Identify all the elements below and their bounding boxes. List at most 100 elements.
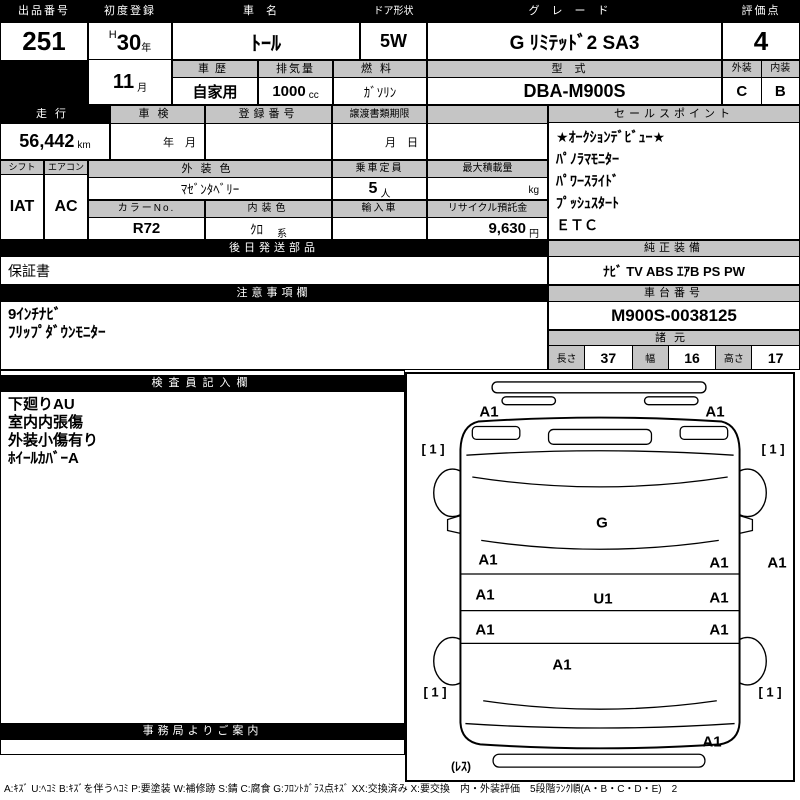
fuel-label: 燃料	[334, 61, 426, 78]
rear-garnish-bar	[492, 753, 706, 768]
interior-grade-col: 内装 B	[761, 61, 799, 104]
score-value: 4	[753, 25, 769, 56]
exterior-color-label: 外装色	[89, 161, 331, 178]
capacity-label: 乗車定員	[333, 161, 426, 178]
roof-bar	[491, 381, 707, 394]
damage-mark: [ 1 ]	[758, 684, 782, 700]
text-line: ﾌﾟｯｼｭｽﾀｰﾄ	[556, 195, 619, 211]
fuel-value: ｶﾞｿﾘﾝ	[363, 84, 397, 100]
office-label: 事務局よりご案内	[1, 723, 404, 740]
mirror-right	[739, 514, 754, 535]
mileage-cell: 走行 56,442 km	[0, 105, 110, 160]
interior-color-value: ｸﾛ 系	[206, 218, 331, 239]
car-body-outline	[459, 416, 741, 750]
exterior-color-value: ﾏｾﾞﾝﾀﾍﾞﾘｰ	[180, 182, 240, 197]
damage-mark: A1	[475, 586, 495, 604]
history-label: 車歴	[173, 61, 257, 78]
text-line: ﾌﾘｯﾌﾟﾀﾞｳﾝﾓﾆﾀｰ	[8, 324, 106, 341]
interior-label: 内装	[761, 61, 799, 78]
capacity-cell: 乗車定員 5 人	[332, 160, 427, 200]
later-parts-value: 保証書	[8, 262, 50, 279]
damage-mark: A1	[767, 554, 787, 572]
chassis-number-value: M900S-0038125	[611, 305, 737, 325]
text-line: ＥＴＣ	[556, 217, 598, 233]
equipment-value: ﾅﾋﾞ TV ABS ｴｱB PS PW	[603, 264, 745, 279]
height-label: 高さ	[716, 346, 753, 369]
rear-bumper-line	[465, 722, 735, 729]
damage-mark: A1	[705, 403, 725, 421]
displacement-unit: cc	[308, 89, 319, 101]
recycle-deposit-cell: リサイクル預託金 9,630 円	[427, 200, 548, 240]
text-line: 外装小傷有り	[8, 432, 99, 449]
inspector-label: 検査員記入欄	[1, 375, 404, 392]
history-value: 自家用	[192, 83, 238, 101]
inspection-cell: 車検 年 月	[110, 105, 205, 160]
headlight-left	[471, 425, 521, 440]
door-shape-cell: ドア形状 5W	[360, 0, 427, 60]
max-load-cell: 最大積載量 kg	[427, 160, 548, 200]
mileage-number: 56,442	[19, 131, 75, 151]
mileage-label: 走行	[1, 106, 109, 124]
transfer-deadline-cell: 譲渡書類期限 月 日	[332, 105, 427, 160]
interior-color-name: ｸﾛ	[250, 222, 263, 237]
text-line: 室内内張傷	[8, 414, 84, 431]
later-parts-cell: 後日発送部品 保証書	[0, 240, 548, 285]
damage-mark: A1	[552, 656, 572, 674]
shift-label: シフト	[1, 161, 43, 175]
import-car-value	[333, 218, 426, 239]
era-letter: H	[108, 29, 117, 41]
capacity-number: 5	[368, 179, 378, 197]
interior-color-label: 内装色	[206, 201, 331, 218]
equipment-label: 純正装備	[549, 241, 799, 257]
interior-color-cell: 内装色 ｸﾛ 系	[205, 200, 332, 240]
sales-points-cell: セールスポイント ★ｵｰｸｼｮﾝﾃﾞﾋﾞｭｰ★ﾊﾟﾉﾗﾏﾓﾆﾀｰﾊﾟﾜｰｽﾗｲﾄ…	[548, 105, 800, 240]
lot-cell: 出品番号 251	[0, 0, 88, 105]
equipment-cell: 純正装備 ﾅﾋﾞ TV ABS ｴｱB PS PW	[548, 240, 800, 285]
damage-mark: A1	[478, 551, 498, 569]
inspection-value: 年 月	[163, 136, 196, 149]
model-code-label: 型式	[428, 61, 721, 78]
roof-rail-right	[643, 396, 699, 406]
dimensions-label: 諸元	[549, 331, 799, 346]
damage-mark: [ 1 ]	[423, 684, 447, 700]
recycle-deposit-unit: 円	[529, 229, 539, 239]
mileage-value: 56,442 km	[1, 124, 109, 159]
width-label: 幅	[632, 346, 669, 369]
text-line: ﾎｲｰﾙｶﾊﾞｰA	[8, 450, 79, 467]
damage-mark: A1	[479, 403, 499, 421]
displacement-number: 1000	[272, 82, 306, 100]
caution-cell: 注意事項欄 9ｲﾝﾁﾅﾋﾞﾌﾘｯﾌﾟﾀﾞｳﾝﾓﾆﾀｰ	[0, 285, 548, 370]
color-number-cell: カラーNo. R72	[88, 200, 205, 240]
sales-points-list: ★ｵｰｸｼｮﾝﾃﾞﾋﾞｭｰ★ﾊﾟﾉﾗﾏﾓﾆﾀｰﾊﾟﾜｰｽﾗｲﾄﾞﾌﾟｯｼｭｽﾀｰ…	[549, 123, 799, 236]
text-line: 9ｲﾝﾁﾅﾋﾞ	[8, 306, 62, 323]
door-shape-value: 5W	[380, 30, 407, 51]
damage-mark: A1	[709, 589, 729, 607]
caution-lines: 9ｲﾝﾁﾅﾋﾞﾌﾘｯﾌﾟﾀﾞｳﾝﾓﾆﾀｰ	[1, 302, 547, 342]
car-name-cell: 車名 ﾄｰﾙ	[172, 0, 360, 60]
windshield-bottom	[481, 539, 719, 550]
registration-number-cell: 登録番号	[205, 105, 332, 160]
car-name-value: ﾄｰﾙ	[251, 32, 281, 55]
color-number-label: カラーNo.	[89, 201, 204, 218]
legend: A:ｷｽﾞ U:ﾍｺﾐ B:ｷｽﾞを伴うﾍｺﾐ P:要塗装 W:補修跡 S:錆 …	[4, 784, 678, 795]
text-line: ﾊﾟﾉﾗﾏﾓﾆﾀｰ	[556, 151, 619, 167]
exterior-label: 外装	[723, 61, 761, 78]
chassis-number-cell: 車台番号 M900S-0038125	[548, 285, 800, 330]
first-registration-cell: 初度登録 H 30 年 11 月	[88, 0, 172, 105]
width-value: 16	[669, 346, 717, 369]
model-code-value: DBA-M900S	[523, 80, 626, 101]
length-value: 37	[585, 346, 633, 369]
height-value: 17	[767, 349, 784, 366]
aircon-cell: エアコン AC	[44, 160, 88, 240]
dimensions-cell: 諸元 長さ 37 幅 16 高さ 17	[548, 330, 800, 370]
blank-cell	[427, 105, 548, 160]
import-car-label: 輸入車	[333, 201, 426, 218]
roof-rail-left	[501, 396, 557, 406]
transfer-deadline-value: 月 日	[385, 136, 418, 149]
exterior-interior-cell: 外装 C 内装 B	[722, 60, 800, 105]
registration-number-value	[206, 124, 331, 159]
damage-mark: A1	[702, 733, 722, 751]
